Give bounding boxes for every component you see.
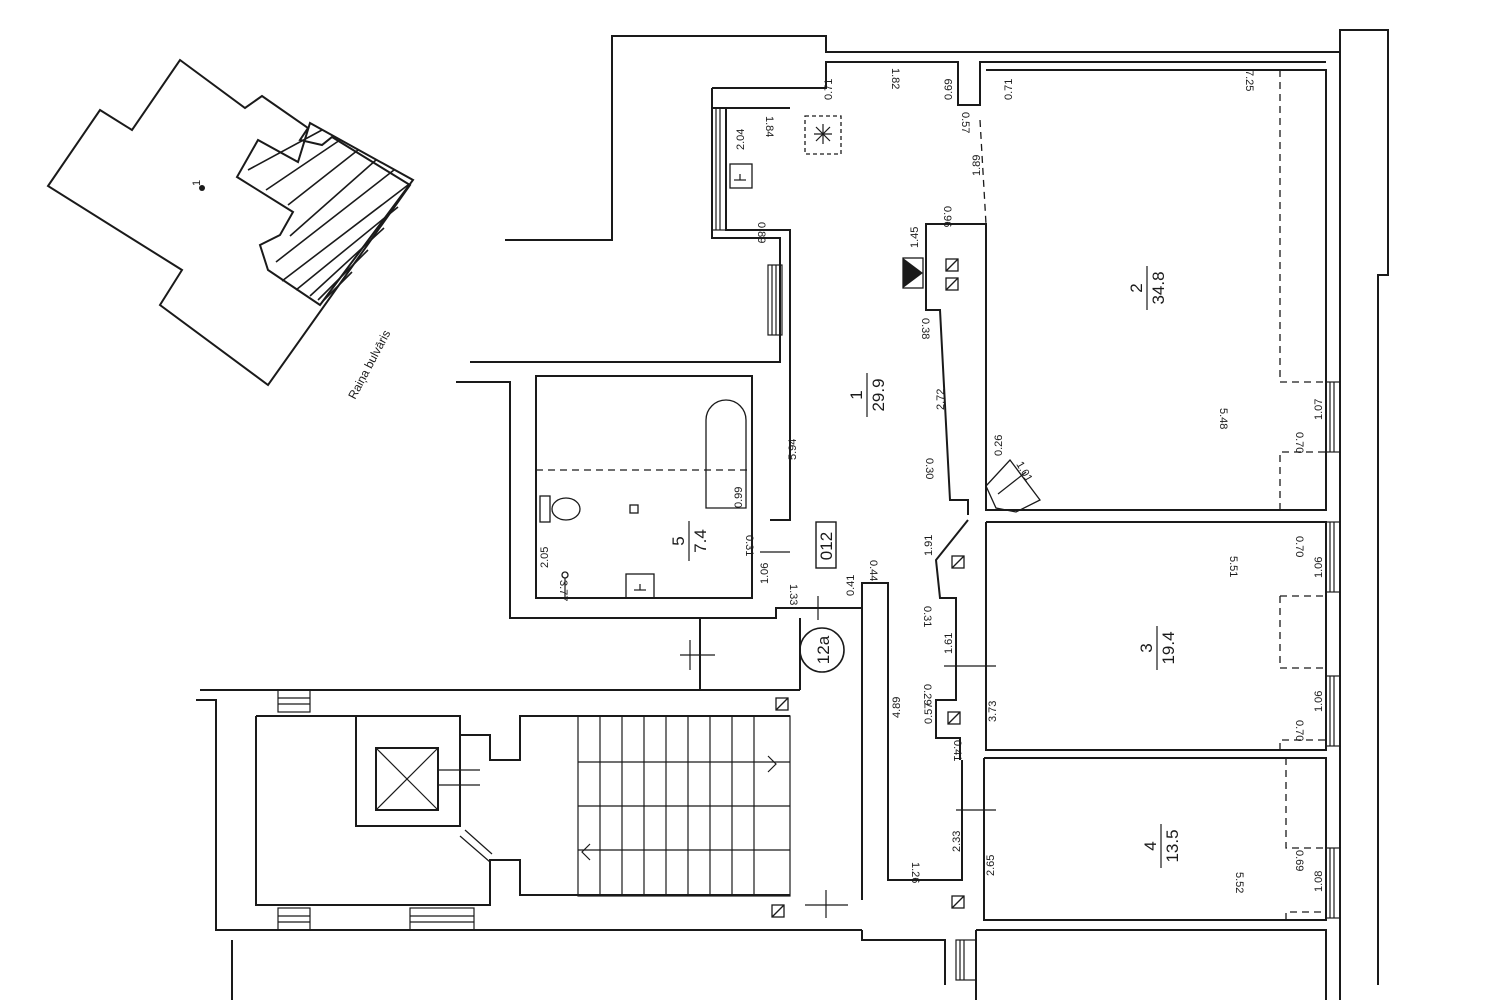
dimension-label: 0.71 xyxy=(1003,79,1015,100)
dimension-label: 0.44 xyxy=(867,560,879,581)
fixtures xyxy=(459,115,1041,918)
site-building-number: 1 xyxy=(191,180,203,186)
dimension-label: 5.48 xyxy=(1217,408,1229,429)
svg-text:1: 1 xyxy=(847,390,866,399)
svg-text:19.4: 19.4 xyxy=(1159,631,1178,664)
room-1-label: 1 29.9 xyxy=(847,373,888,417)
room-2-label: 2 34.8 xyxy=(1127,266,1168,310)
dimension-label: 0.96 xyxy=(941,206,953,227)
site-plan: 1 Raiņa bulvāris xyxy=(46,58,415,402)
dimension-label: 0.41 xyxy=(845,575,857,596)
elevator-shaft xyxy=(355,715,480,827)
walls xyxy=(196,29,1389,1000)
svg-text:13.5: 13.5 xyxy=(1163,829,1182,862)
room-4-label: 4 13.5 xyxy=(1141,824,1182,868)
staircase-label: 12a xyxy=(814,635,833,664)
street-name-label: Raiņa bulvāris xyxy=(345,328,393,402)
room-3-label: 3 19.4 xyxy=(1137,626,1178,670)
staircase xyxy=(577,715,791,897)
dimension-label: 1.33 xyxy=(787,584,799,605)
dimension-label: 5.94 xyxy=(787,439,799,460)
dimension-label: 0.31 xyxy=(743,535,755,556)
dimension-label: 0.41 xyxy=(951,740,963,761)
svg-text:34.8: 34.8 xyxy=(1149,271,1168,304)
dimension-label: 0.89 xyxy=(755,222,767,243)
dimension-label: 1.89 xyxy=(971,155,983,176)
room-5-label: 5 7.4 xyxy=(669,521,710,561)
dimension-label: 1.45 xyxy=(909,227,921,248)
dimension-label: 1.26 xyxy=(909,862,921,883)
dimension-label: 0.70 xyxy=(1293,432,1305,453)
dimension-label: 1.61 xyxy=(943,633,955,654)
dimension-label: 2.04 xyxy=(735,129,747,150)
staircase-circle xyxy=(799,627,845,673)
svg-text:7.4: 7.4 xyxy=(691,529,710,553)
apartment-label: 012 xyxy=(817,532,836,560)
dimension-label: 3.77 xyxy=(557,580,569,601)
dimension-label: 0.69 xyxy=(1293,850,1305,871)
dimension-label: 0.57 xyxy=(923,703,935,724)
windows xyxy=(277,107,1341,981)
dimension-label: 7.25 xyxy=(1243,70,1255,91)
dimension-label: 5.51 xyxy=(1227,556,1239,577)
dimension-label: 0.99 xyxy=(733,487,745,508)
dimension-label: 0.71 xyxy=(823,79,835,100)
dimension-label: 0.29 xyxy=(921,684,933,705)
site-hatched-section xyxy=(235,121,415,307)
dimension-label: 1.06 xyxy=(1313,691,1325,712)
dimension-label: 1.07 xyxy=(1313,399,1325,420)
dimension-label: 5.52 xyxy=(1233,872,1245,893)
site-location-dot xyxy=(199,185,205,191)
dashed-lines xyxy=(536,70,1326,920)
dimension-label: 2.72 xyxy=(935,389,947,410)
dimension-label: 0.70 xyxy=(1293,720,1305,741)
svg-text:29.9: 29.9 xyxy=(869,378,888,411)
site-hatch-lines xyxy=(247,129,409,303)
dimension-label: 3.73 xyxy=(987,701,999,722)
dimension-label: 0.57 xyxy=(959,112,971,133)
dimension-label: 1.01 xyxy=(1013,460,1034,485)
dimension-label: 1.84 xyxy=(763,116,775,137)
dimension-label: 1.82 xyxy=(889,68,901,89)
svg-text:2: 2 xyxy=(1127,283,1146,292)
svg-text:3: 3 xyxy=(1137,643,1156,652)
dimension-label: 2.65 xyxy=(985,855,997,876)
svg-text:5: 5 xyxy=(669,536,688,545)
bathtub xyxy=(705,399,747,509)
dimension-labels: 1.84 2.04 0.89 1.82 0.71 0.69 0.71 0.57 … xyxy=(539,68,1325,893)
dimension-label: 1.06 xyxy=(1313,557,1325,578)
dimension-label: 2.33 xyxy=(951,831,963,852)
dimension-label: 0.30 xyxy=(923,458,935,479)
room-labels: 1 29.9 2 34.8 3 19.4 4 13.5 5 7.4 012 12… xyxy=(669,266,1182,868)
dimension-label: 1.06 xyxy=(759,563,771,584)
dimension-label: 4.89 xyxy=(891,697,903,718)
apartment-box xyxy=(815,521,837,569)
toilet-bowl xyxy=(551,497,581,521)
dimension-label: 0.38 xyxy=(919,318,931,339)
dimension-label: 0.69 xyxy=(943,79,955,100)
dimension-label: 2.05 xyxy=(539,547,551,568)
dimension-label: 0.26 xyxy=(993,435,1005,456)
svg-text:4: 4 xyxy=(1141,841,1160,850)
dimension-label: 1.91 xyxy=(923,535,935,556)
site-building-outline xyxy=(46,58,412,387)
dimension-label: 0.70 xyxy=(1293,536,1305,557)
dimension-label: 0.31 xyxy=(921,606,933,627)
toilet-tank xyxy=(539,495,551,523)
dimension-label: 1.08 xyxy=(1313,871,1325,892)
